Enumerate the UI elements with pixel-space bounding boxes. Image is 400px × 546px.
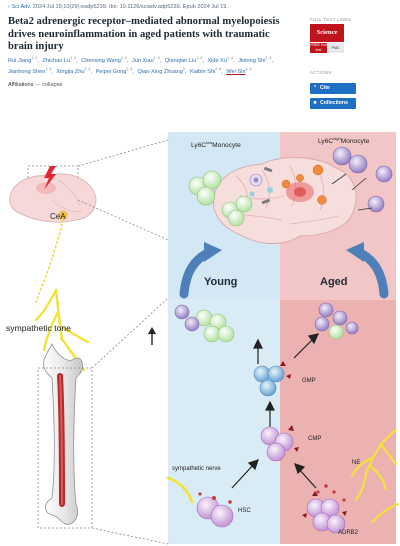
author-link[interactable]: Kaibin Shi2, 6, xyxy=(190,67,223,76)
author-list: Rui Jiang1, 2, Zhichao Lu1, 2, Chenxing … xyxy=(8,54,298,77)
science-link[interactable]: Science xyxy=(310,24,344,42)
pmc-full-text-link[interactable]: FREE Full text PMC xyxy=(310,43,344,53)
free-full-text-badge: FREE Full text xyxy=(310,43,327,53)
cite-button[interactable]: “Cite xyxy=(310,83,356,94)
hsc-label: HSC xyxy=(238,508,251,514)
full-text-links-heading: FULL TEXT LINKS xyxy=(310,17,352,22)
aged-label: Aged xyxy=(320,276,348,288)
author-link[interactable]: Rui Jiang1, 2, xyxy=(8,56,39,64)
graphical-abstract xyxy=(9,139,400,545)
affiliations-toggle[interactable]: collapse xyxy=(42,82,63,88)
sympathetic-tone-label: sympathetic tone xyxy=(6,323,71,333)
cea-label: CeA xyxy=(50,212,66,221)
author-link[interactable]: Zhichao Lu1, 2, xyxy=(42,56,78,64)
ly6c-low-monocyte-label: Ly6ClowMonocyte xyxy=(191,140,241,150)
author-link[interactable]: Xingjia Zhu1, 4, xyxy=(56,67,93,76)
chevron-right-icon: › xyxy=(8,4,10,10)
sympathetic-nerve-label: sympathetic nerve xyxy=(172,466,221,472)
gmp-label: GMP xyxy=(302,378,316,384)
citation-text: 2024 Jul 19;10(29):eadp5239. doi: 10.112… xyxy=(32,4,228,10)
journal-link[interactable]: Sci Adv. xyxy=(11,4,32,10)
affiliations-label: Affiliations xyxy=(8,82,34,88)
cmp-label: CMP xyxy=(308,436,322,442)
quote-icon: “ xyxy=(313,85,317,91)
pmc-badge: PMC xyxy=(327,43,344,53)
author-link[interactable]: Chenxing Wang1, 2, xyxy=(81,56,129,64)
up-arrow-icon xyxy=(148,327,156,334)
young-label: Young xyxy=(204,276,238,288)
young-curve-arrow-icon xyxy=(204,242,222,262)
article-title: Beta2 adrenergic receptor–mediated abnor… xyxy=(8,16,280,53)
author-link[interactable]: Qian-Xing Zhuang5, xyxy=(137,67,187,76)
affiliations-row: Affiliations — collapse xyxy=(8,82,63,88)
author-link[interactable]: Qianqian Liu1, 4, xyxy=(164,56,204,64)
injury-bolt-icon xyxy=(44,166,56,190)
author-link[interactable]: Jianhong Shen1, 4, xyxy=(8,67,53,76)
aged-curve-arrow-icon xyxy=(346,242,364,262)
journal-citation: › Sci Adv. 2024 Jul 19;10(29):eadp5239. … xyxy=(8,4,228,10)
adrb2-label: ADRB2 xyxy=(338,530,359,536)
author-link[interactable]: Peipei Gong1, 4, xyxy=(95,67,134,76)
ne-label: NE xyxy=(352,460,361,466)
author-link[interactable]: Wei Shi1, 4 xyxy=(226,67,252,76)
ly6c-high-monocyte-label: Ly6ChighMonocyte xyxy=(318,136,370,146)
bookmark-icon: ■ xyxy=(313,100,317,106)
actions-heading: ACTIONS xyxy=(310,70,332,75)
author-link[interactable]: Xide Xu1, 4, xyxy=(207,56,235,64)
collections-button[interactable]: ■Collections xyxy=(310,98,356,109)
author-link[interactable]: Jun Xiao1, 3, xyxy=(131,56,162,64)
author-link[interactable]: Jinlong Shi1, 4, xyxy=(238,56,274,64)
